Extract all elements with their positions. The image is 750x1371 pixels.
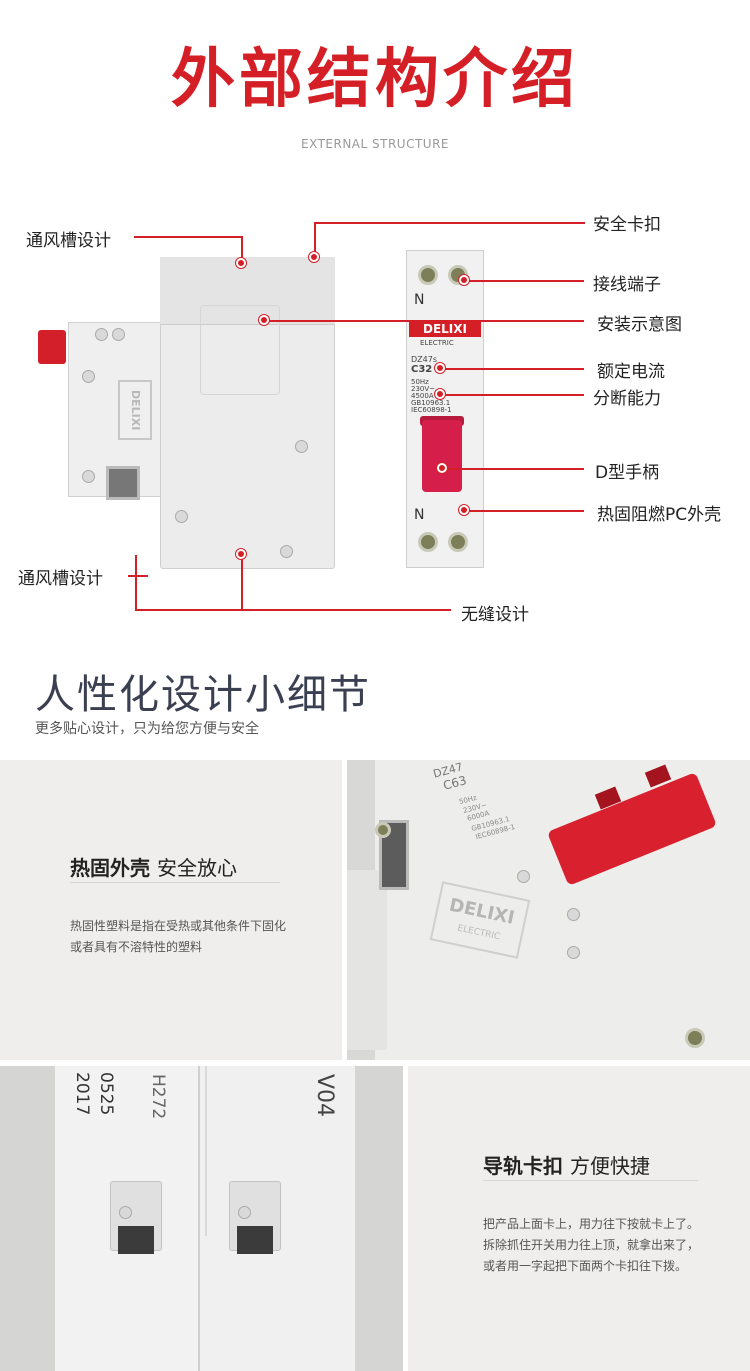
callout-install-diagram: 安装示意图 xyxy=(597,315,682,335)
rail-code-mid: H272 xyxy=(148,1074,168,1120)
callout-d-handle: D型手柄 xyxy=(595,463,660,483)
callout-dot xyxy=(259,315,269,325)
card-title-bold: 热固外壳 xyxy=(70,856,150,880)
callout-shell: 热固阻燃PC外壳 xyxy=(597,505,722,525)
front-spec-line: 50Hz xyxy=(411,378,429,386)
screw-icon xyxy=(119,1206,132,1219)
callout-line xyxy=(134,236,242,238)
screw-icon xyxy=(175,510,188,523)
front-spec-line: 230V~ xyxy=(411,385,436,393)
card-title-normal: 方便快捷 xyxy=(569,1154,650,1178)
screw-icon xyxy=(280,545,293,558)
rail-clip-slot-right xyxy=(237,1226,273,1254)
callout-terminal: 接线端子 xyxy=(593,275,661,295)
callout-dot xyxy=(236,258,246,268)
card-title-bold: 导轨卡扣 xyxy=(483,1154,563,1178)
callout-line xyxy=(241,555,243,611)
rail-clip-slot-left xyxy=(118,1226,154,1254)
screw-icon xyxy=(82,470,95,483)
callout-dot xyxy=(236,549,246,559)
card-text-line: 热固性塑料是指在受热或其他条件下固化 xyxy=(70,919,287,933)
callout-rated-current: 额定电流 xyxy=(597,362,665,382)
side-top-block xyxy=(160,257,335,325)
screw-icon xyxy=(82,370,95,383)
feature-card-rail: 导轨卡扣 方便快捷 把产品上面卡上，用力往下按就卡上了。 拆除抓住开关用力往上顶… xyxy=(408,1066,750,1371)
front-spec-line: 4500A xyxy=(411,392,434,400)
terminal-screw-icon xyxy=(685,1028,705,1048)
front-brand-sub: ELECTRIC xyxy=(420,339,454,347)
photo-breaker-closeup: DELIXI ELECTRIC DZ47 C63 50Hz 230V~ 6000… xyxy=(347,760,750,1060)
card-title-normal: 安全放心 xyxy=(156,856,237,880)
card-text-line: 或者具有不溶特性的塑料 xyxy=(70,940,203,954)
screw-icon xyxy=(112,328,125,341)
photo-rail-clips: 2017 0525 H272 V04 xyxy=(0,1066,403,1371)
card-divider xyxy=(483,1180,698,1181)
callout-breaking-capacity: 分断能力 xyxy=(593,389,661,409)
callout-safety-clip: 安全卡扣 xyxy=(593,215,661,235)
callout-line xyxy=(135,555,137,610)
callout-line xyxy=(315,222,585,224)
feature-card-shell: 热固外壳 安全放心 热固性塑料是指在受热或其他条件下固化 或者具有不溶特性的塑料 xyxy=(0,760,342,1060)
front-terminal-label-bottom: N xyxy=(414,507,425,523)
callout-line xyxy=(128,575,148,577)
front-spec-line: GB10963.1 xyxy=(411,399,451,407)
rail-code-right: V04 xyxy=(312,1074,337,1118)
callout-seamless: 无缝设计 xyxy=(461,605,529,625)
terminal-screw-icon xyxy=(448,532,468,552)
side-diagram-panel xyxy=(200,305,280,395)
screw-icon xyxy=(567,908,580,921)
section-subtitle: 更多贴心设计，只为给您方便与安全 xyxy=(35,721,259,737)
callout-line xyxy=(464,280,584,282)
front-model: DZ47s xyxy=(411,355,437,364)
rail-code-left-1: 2017 xyxy=(72,1072,92,1116)
terminal-screw-icon xyxy=(418,265,438,285)
screw-icon xyxy=(95,328,108,341)
side-brand-logo: DELIXI xyxy=(118,380,152,440)
callout-line xyxy=(314,222,316,258)
callout-line xyxy=(440,368,584,370)
callout-dot xyxy=(309,252,319,262)
side-handle-red xyxy=(38,330,66,364)
callout-vent-top: 通风槽设计 xyxy=(26,231,111,251)
callout-line xyxy=(241,236,243,264)
screw-icon xyxy=(238,1206,251,1219)
front-d-handle xyxy=(422,420,462,492)
card-divider xyxy=(70,882,280,883)
rail-code-left-2: 0525 xyxy=(96,1072,116,1116)
section-title: 人性化设计小细节 xyxy=(35,672,371,718)
screw-icon xyxy=(295,440,308,453)
front-rating: C32 xyxy=(411,364,433,375)
terminal-screw-icon xyxy=(418,532,438,552)
side-status-window xyxy=(106,466,140,500)
card-title: 导轨卡扣 方便快捷 xyxy=(483,1150,650,1179)
callout-dot xyxy=(437,463,447,473)
callout-line xyxy=(442,468,584,470)
screw-icon xyxy=(567,946,580,959)
callout-line xyxy=(135,609,242,611)
callout-vent-bottom: 通风槽设计 xyxy=(18,569,103,589)
callout-line xyxy=(464,510,584,512)
card-title: 热固外壳 安全放心 xyxy=(70,852,237,881)
card-text-line: 拆除抓住开关用力往上顶，就拿出来了， xyxy=(483,1238,700,1252)
page-title: 外部结构介绍 xyxy=(171,43,579,117)
front-spec-line: IEC60898-1 xyxy=(411,406,452,414)
rail-divider xyxy=(205,1066,207,1236)
callout-dot xyxy=(435,363,445,373)
closeup-side xyxy=(347,870,387,1050)
screw-icon xyxy=(517,870,530,883)
callout-line xyxy=(241,609,451,611)
callout-line xyxy=(264,320,584,322)
front-brand-logo: DELIXI xyxy=(409,322,481,337)
card-text-line: 把产品上面卡上，用力往下按就卡上了。 xyxy=(483,1217,700,1231)
callout-line xyxy=(440,394,584,396)
callout-dot xyxy=(459,505,469,515)
terminal-screw-icon xyxy=(375,822,391,838)
callout-dot xyxy=(435,389,445,399)
card-text-line: 或者用一字起把下面两个卡扣往下拨。 xyxy=(483,1259,688,1273)
page-subtitle: EXTERNAL STRUCTURE xyxy=(300,137,449,151)
front-terminal-label-top: N xyxy=(414,292,425,308)
front-body xyxy=(406,250,484,568)
callout-dot xyxy=(459,275,469,285)
